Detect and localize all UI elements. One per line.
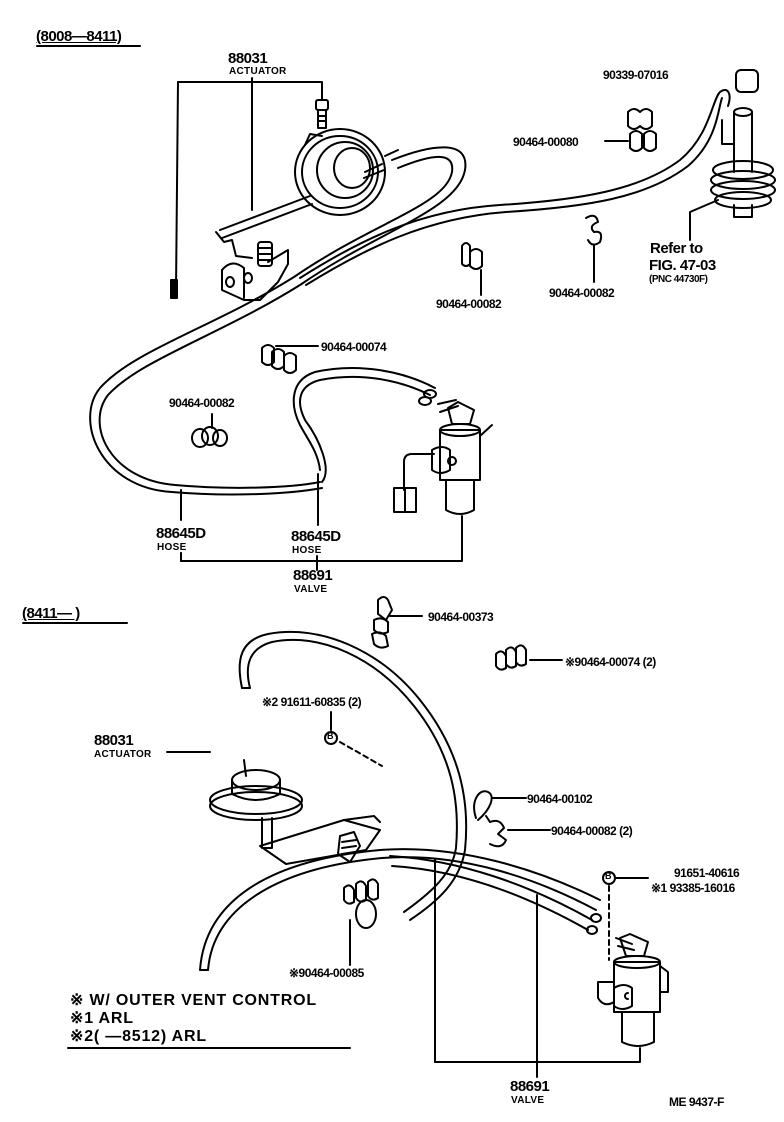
actuator-name-top: ACTUATOR: [229, 66, 287, 77]
clamp-00082-b-part-no: 90464-00082: [549, 286, 615, 300]
diagram-code: ME 9437-F: [669, 1095, 724, 1109]
reference-line1: Refer to: [650, 240, 703, 257]
clamp-icon-00074-bottom: [495, 644, 563, 671]
note-arl-1: ※1 ARL: [70, 1010, 134, 1027]
clamp-00074-bottom-part-no: ※90464-00074 (2): [565, 655, 656, 669]
clamp-icon-00082-bottom: [489, 819, 551, 848]
valve-name-bottom: VALVE: [511, 1095, 545, 1106]
cap-part-no: 90339-07016: [603, 68, 669, 82]
reference-line3: (PNC 44730F): [649, 274, 708, 285]
actuator-part-no-top: 88031: [228, 50, 268, 67]
hose-valve-leaders-bottom: [434, 859, 641, 1078]
bolt-part-no: ※2 91611-60835 (2): [262, 695, 362, 709]
actuator-name-bottom: ACTUATOR: [94, 749, 152, 760]
actuator-rod-icon: [170, 279, 178, 299]
bolt-icon: [315, 99, 329, 129]
clamp-icon-00373: [371, 596, 423, 649]
clamp-00085-part-no: ※90464-00085: [289, 966, 364, 980]
clamp-00373-part-no: 90464-00373: [428, 610, 494, 624]
hose-long-top: [89, 88, 731, 496]
clamp-icon-00082-c: [191, 413, 228, 448]
actuator-leader-top: [175, 77, 323, 291]
clamp-00074-part-no: 90464-00074: [321, 340, 387, 354]
valve-name-top: VALVE: [294, 584, 328, 595]
actuator-diaphragm-icon-top: [294, 128, 399, 216]
nut-b-part-no: ※1 93385-16016: [651, 881, 735, 895]
note-outer-vent: ※ W/ OUTER VENT CONTROL: [70, 992, 317, 1009]
actuator-part-no-bottom: 88031: [94, 732, 134, 749]
clamp-00082-bottom-part-no: 90464-00082 (2): [551, 824, 633, 838]
note-arl-2: ※2( —8512) ARL: [70, 1028, 207, 1045]
refer-leader: [689, 199, 719, 241]
hose-a-name: HOSE: [157, 542, 187, 553]
hose-a-part-no: 88645D: [156, 525, 206, 542]
nut-marker-bottom: [602, 871, 649, 961]
hose-b-name: HOSE: [292, 545, 322, 556]
section-range-top: (8008—8411): [36, 28, 122, 45]
hose-bottom-upper: [238, 630, 468, 921]
clamp-00082-a-part-no: 90464-00082: [436, 297, 502, 311]
valve-part-no-top: 88691: [293, 567, 333, 584]
valve-icon-bottom: [597, 933, 669, 1047]
clamp-icon-00082-a: [461, 242, 483, 296]
clamp-00082-c-part-no: 90464-00082: [169, 396, 235, 410]
actuator-icon-bottom: [166, 751, 381, 865]
clamp-icon-00082-b: [585, 214, 603, 283]
clip-00102-part-no: 90464-00102: [527, 792, 593, 806]
vent-valve-icon: [710, 107, 776, 218]
hose-bottom-lower: [199, 848, 602, 971]
valve-part-no-bottom: 88691: [510, 1078, 550, 1095]
hose-short-top: [292, 367, 437, 483]
hose-b-part-no: 88645D: [291, 528, 341, 545]
section-range-bottom: (8411— ): [22, 605, 80, 622]
bolt-marker-letter: B: [327, 731, 334, 741]
clamp-icon-00085: [343, 878, 379, 966]
reference-line2: FIG. 47-03: [649, 257, 716, 274]
valve-icon-top: [393, 399, 493, 515]
clamp-icon-00074: [261, 344, 319, 374]
hose-valve-leaders-top: [180, 473, 463, 571]
clamp-icon-00080: [604, 108, 657, 152]
actuator-bracket-icon-top: [215, 195, 313, 301]
clamp-00080-part-no: 90464-00080: [513, 135, 579, 149]
nut-a-part-no: 91651-40616: [674, 866, 740, 880]
cap-icon: [735, 69, 759, 93]
clip-icon-00102: [473, 790, 527, 823]
nut-marker-letter: B: [605, 871, 612, 881]
bolt-marker-bottom: [324, 711, 383, 767]
